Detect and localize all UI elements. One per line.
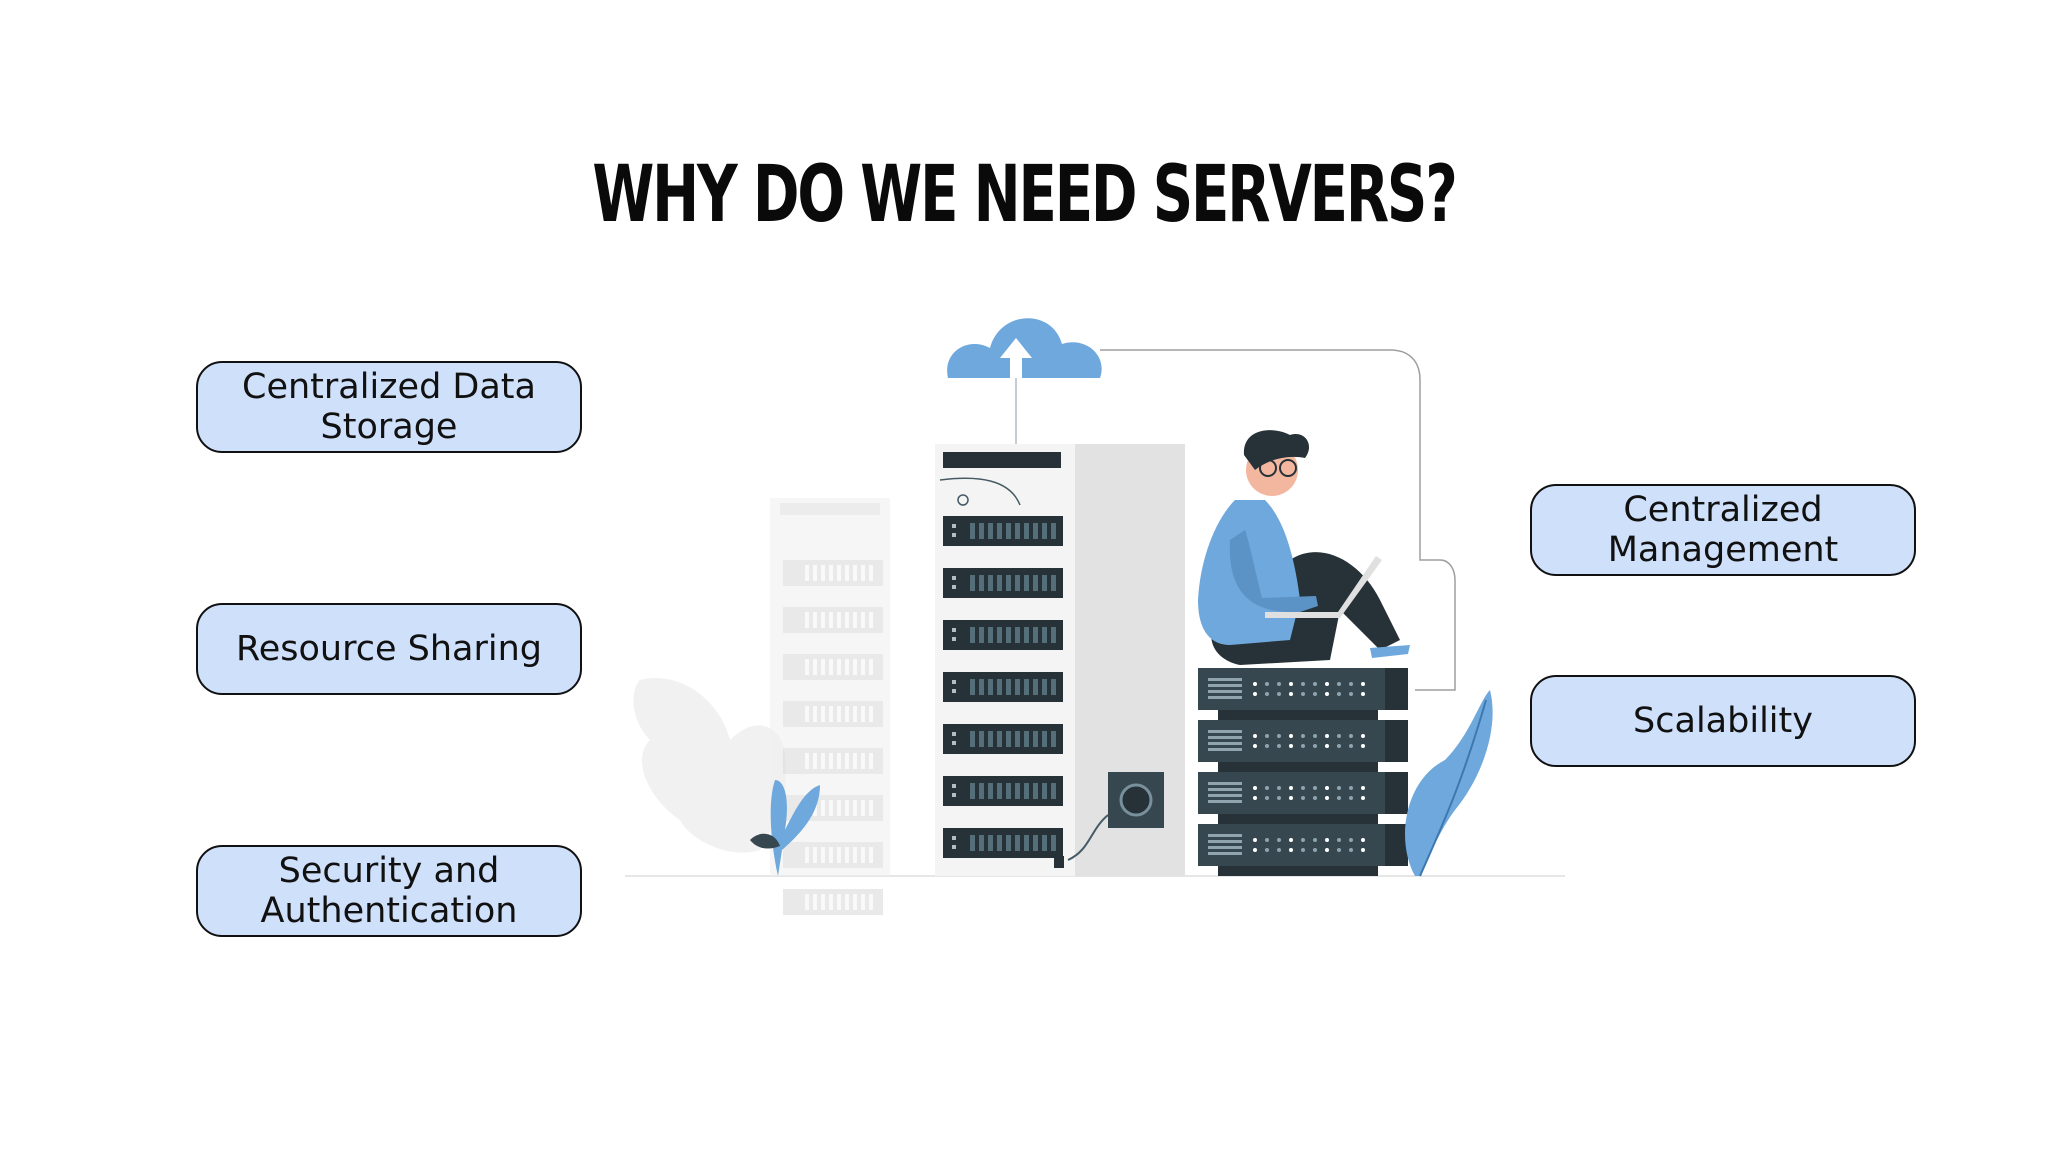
rack-unit bbox=[1198, 824, 1408, 866]
page-title: WHY DO WE NEED SERVERS? bbox=[592, 150, 1457, 240]
server-rack-icon bbox=[770, 498, 890, 915]
rack-unit bbox=[1198, 668, 1408, 710]
box-security-authentication: Security and Authentication bbox=[196, 845, 582, 937]
box-resource-sharing: Resource Sharing bbox=[196, 603, 582, 695]
plant-icon bbox=[750, 780, 820, 876]
plant-icon bbox=[633, 678, 786, 853]
server-rack-icon bbox=[935, 444, 1185, 876]
box-label: Resource Sharing bbox=[236, 629, 542, 669]
box-label: Security and Authentication bbox=[260, 851, 518, 931]
box-centralized-management: Centralized Management bbox=[1530, 484, 1916, 576]
box-centralized-data-storage: Centralized Data Storage bbox=[196, 361, 582, 453]
box-scalability: Scalability bbox=[1530, 675, 1916, 767]
box-label: Scalability bbox=[1633, 701, 1813, 741]
box-label: Centralized Management bbox=[1607, 490, 1839, 570]
person-with-laptop-icon bbox=[1198, 430, 1410, 665]
rack-unit bbox=[1198, 720, 1408, 762]
box-label: Centralized Data Storage bbox=[242, 367, 536, 447]
plant-icon bbox=[1405, 690, 1493, 877]
rack-unit bbox=[1198, 772, 1408, 814]
cloud-upload-icon bbox=[947, 318, 1456, 691]
server-rack-icon bbox=[1198, 668, 1408, 876]
